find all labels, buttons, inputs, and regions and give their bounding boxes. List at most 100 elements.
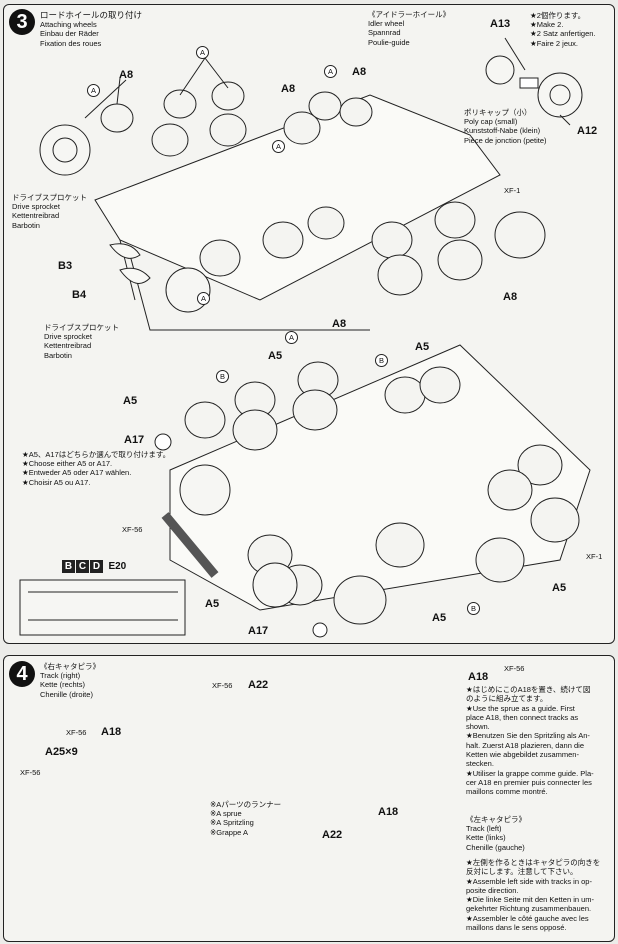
step3-title-fr: Fixation des roues [40, 38, 102, 48]
part-label-a8: A8 [352, 66, 367, 78]
make2-ja: ★2個作ります。 [530, 11, 586, 20]
paint-label-xf56: XF-56 [66, 728, 87, 737]
polycap-caption: ポリキャップ（小） Poly cap (small) Kunststoff-Na… [464, 108, 547, 145]
paint-label-xf56: XF-56 [504, 664, 525, 673]
paint-label-xf56: XF-56 [122, 525, 143, 534]
guide-note-line: stecken. [466, 759, 494, 769]
idler-caption-ja: 《アイドラーホイール》 [368, 10, 451, 19]
sprocket-caption-mid: ドライブスプロケット Drive sprocket Kettentreibrad… [44, 323, 119, 360]
polycap-de: Kunststoff-Nabe (klein) [464, 126, 541, 136]
sprocket-mid-de: Kettentreibrad [44, 341, 92, 351]
polycap-ja: ポリキャップ（小） [464, 108, 532, 117]
paint-label-xf56: XF-56 [212, 681, 233, 690]
polycap-fr: Pièce de jonction (petite) [464, 135, 547, 145]
choose-fr: ★Choisir A5 ou A17. [22, 477, 91, 487]
choose-de: ★Entweder A5 oder A17 wählen. [22, 468, 132, 478]
track-right-ja: 《右キャタピラ》 [40, 662, 100, 671]
track-right-caption: 《右キャタピラ》 Track (right) Kette (rechts) Ch… [40, 662, 100, 699]
ref-circle-a: A [272, 140, 285, 153]
ref-circle-a: A [87, 84, 100, 97]
track-left-ja: 《左キャタピラ》 [466, 815, 526, 824]
left-note-line: 反対にします。注意して下さい。 [466, 867, 578, 877]
guide-note-line: maillons comme montré. [466, 787, 548, 797]
sprue-note-ja: ※Aパーツのランナー [210, 800, 282, 809]
make2-en: ★Make 2. [530, 20, 564, 30]
box-b: B [62, 560, 75, 573]
sprocket-mid-en: Drive sprocket [44, 332, 92, 342]
track-left-fr: Chenille (gauche) [466, 842, 525, 852]
left-note-line: maillons dans le sens opposé. [466, 923, 567, 933]
choose-ja: ★A5、A17はどちらか選んで取り付けます。 [22, 450, 171, 459]
sprocket-mid-fr: Barbotin [44, 350, 72, 360]
part-label-a8: A8 [281, 83, 296, 95]
guide-note-line: Ketten wie abgebildet zusammen- [466, 750, 579, 760]
part-label-a8: A8 [503, 291, 518, 303]
make2-de: ★2 Satz anfertigen. [530, 29, 596, 39]
left-note-line: gekehrter Richtung zusammenbauen. [466, 904, 592, 914]
ref-circle-b: B [467, 602, 480, 615]
track-left-de: Kette (links) [466, 833, 506, 843]
step4-panel [3, 655, 615, 942]
sprocket-top-de: Kettentreibrad [12, 211, 60, 221]
sprocket-top-ja: ドライブスプロケット [12, 193, 87, 202]
part-label-a25: A25×9 [45, 746, 78, 758]
guide-note-line: ★Benutzen Sie den Spritzling als An- [466, 731, 590, 741]
make2-fr: ★Faire 2 jeux. [530, 38, 578, 48]
part-label-a18: A18 [378, 806, 399, 818]
part-label-e20: E20 [108, 561, 127, 572]
part-label-a8: A8 [119, 69, 134, 81]
sprocket-top-en: Drive sprocket [12, 202, 60, 212]
guide-note: ★はじめにこのA18を置き、続けて図 のように組み立てます。 ★Use the … [466, 685, 606, 797]
step4-number: 4 [9, 661, 35, 687]
step3-title: ロードホイールの取り付け Attaching wheels Einbau der… [40, 10, 143, 48]
track-right-en: Track (right) [40, 671, 81, 681]
make2-note: ★2個作ります。 ★Make 2. ★2 Satz anfertigen. ★F… [530, 11, 596, 48]
idler-caption: 《アイドラーホイール》 Idler wheel Spannrad Poulie-… [368, 10, 450, 47]
sprue-note-de: ※A Spritzling [210, 818, 254, 828]
part-label-a5: A5 [432, 612, 447, 624]
part-label-a17: A17 [248, 625, 269, 637]
guide-note-line: halt. Zuerst A18 plazieren, dann die [466, 740, 584, 750]
step3-title-ja: ロードホイールの取り付け [40, 10, 143, 20]
box-c: C [76, 560, 89, 573]
left-note-line: ★Assemble left side with tracks in op- [466, 876, 592, 886]
left-note-line: ★Die linke Seite mit den Ketten in um- [466, 895, 595, 905]
ref-circle-a: A [196, 46, 209, 59]
sprocket-caption-top: ドライブスプロケット Drive sprocket Kettentreibrad… [12, 193, 87, 230]
sprocket-top-fr: Barbotin [12, 220, 40, 230]
part-label-a12: A12 [577, 125, 598, 137]
guide-note-line: place A18, then connect tracks as [466, 712, 579, 722]
step3-title-en: Attaching wheels [40, 20, 97, 30]
part-label-a18: A18 [101, 726, 122, 738]
idler-caption-de: Spannrad [368, 28, 401, 38]
idler-caption-en: Idler wheel [368, 19, 405, 29]
ref-circle-a: A [324, 65, 337, 78]
guide-note-line: shown. [466, 722, 490, 732]
part-label-a17: A17 [124, 434, 145, 446]
paint-label-xf1: XF-1 [504, 186, 521, 195]
step3-number: 3 [9, 9, 35, 35]
track-right-de: Kette (rechts) [40, 680, 86, 690]
guide-note-line: ★Use the sprue as a guide. First [466, 703, 575, 713]
left-note-line: ★左側を作るときはキャタピラの向きを [466, 858, 601, 867]
left-note-line: posite direction. [466, 885, 519, 895]
choose-en: ★Choose either A5 or A17. [22, 459, 113, 469]
guide-note-line: cer A18 en premier puis connecter les [466, 777, 592, 787]
left-note-line: ★Assembler le côté gauche avec les [466, 913, 589, 923]
part-label-a18: A18 [468, 671, 489, 683]
track-left-caption: 《左キャタピラ》 Track (left) Kette (links) Chen… [466, 815, 526, 852]
ref-circle-a: A [285, 331, 298, 344]
part-label-a5: A5 [123, 395, 138, 407]
part-label-b3: B3 [58, 260, 73, 272]
part-label-a22: A22 [248, 679, 269, 691]
paint-label-xf56: XF-56 [20, 768, 41, 777]
sprue-note-fr: ※Grappe A [210, 827, 248, 837]
ref-circle-b: B [375, 354, 388, 367]
sprue-note: ※Aパーツのランナー ※A sprue ※A Spritzling ※Grapp… [210, 800, 281, 837]
guide-note-line: ★Utiliser la grappe comme guide. Pla- [466, 768, 594, 778]
track-left-en: Track (left) [466, 824, 502, 834]
part-label-a22: A22 [322, 829, 343, 841]
